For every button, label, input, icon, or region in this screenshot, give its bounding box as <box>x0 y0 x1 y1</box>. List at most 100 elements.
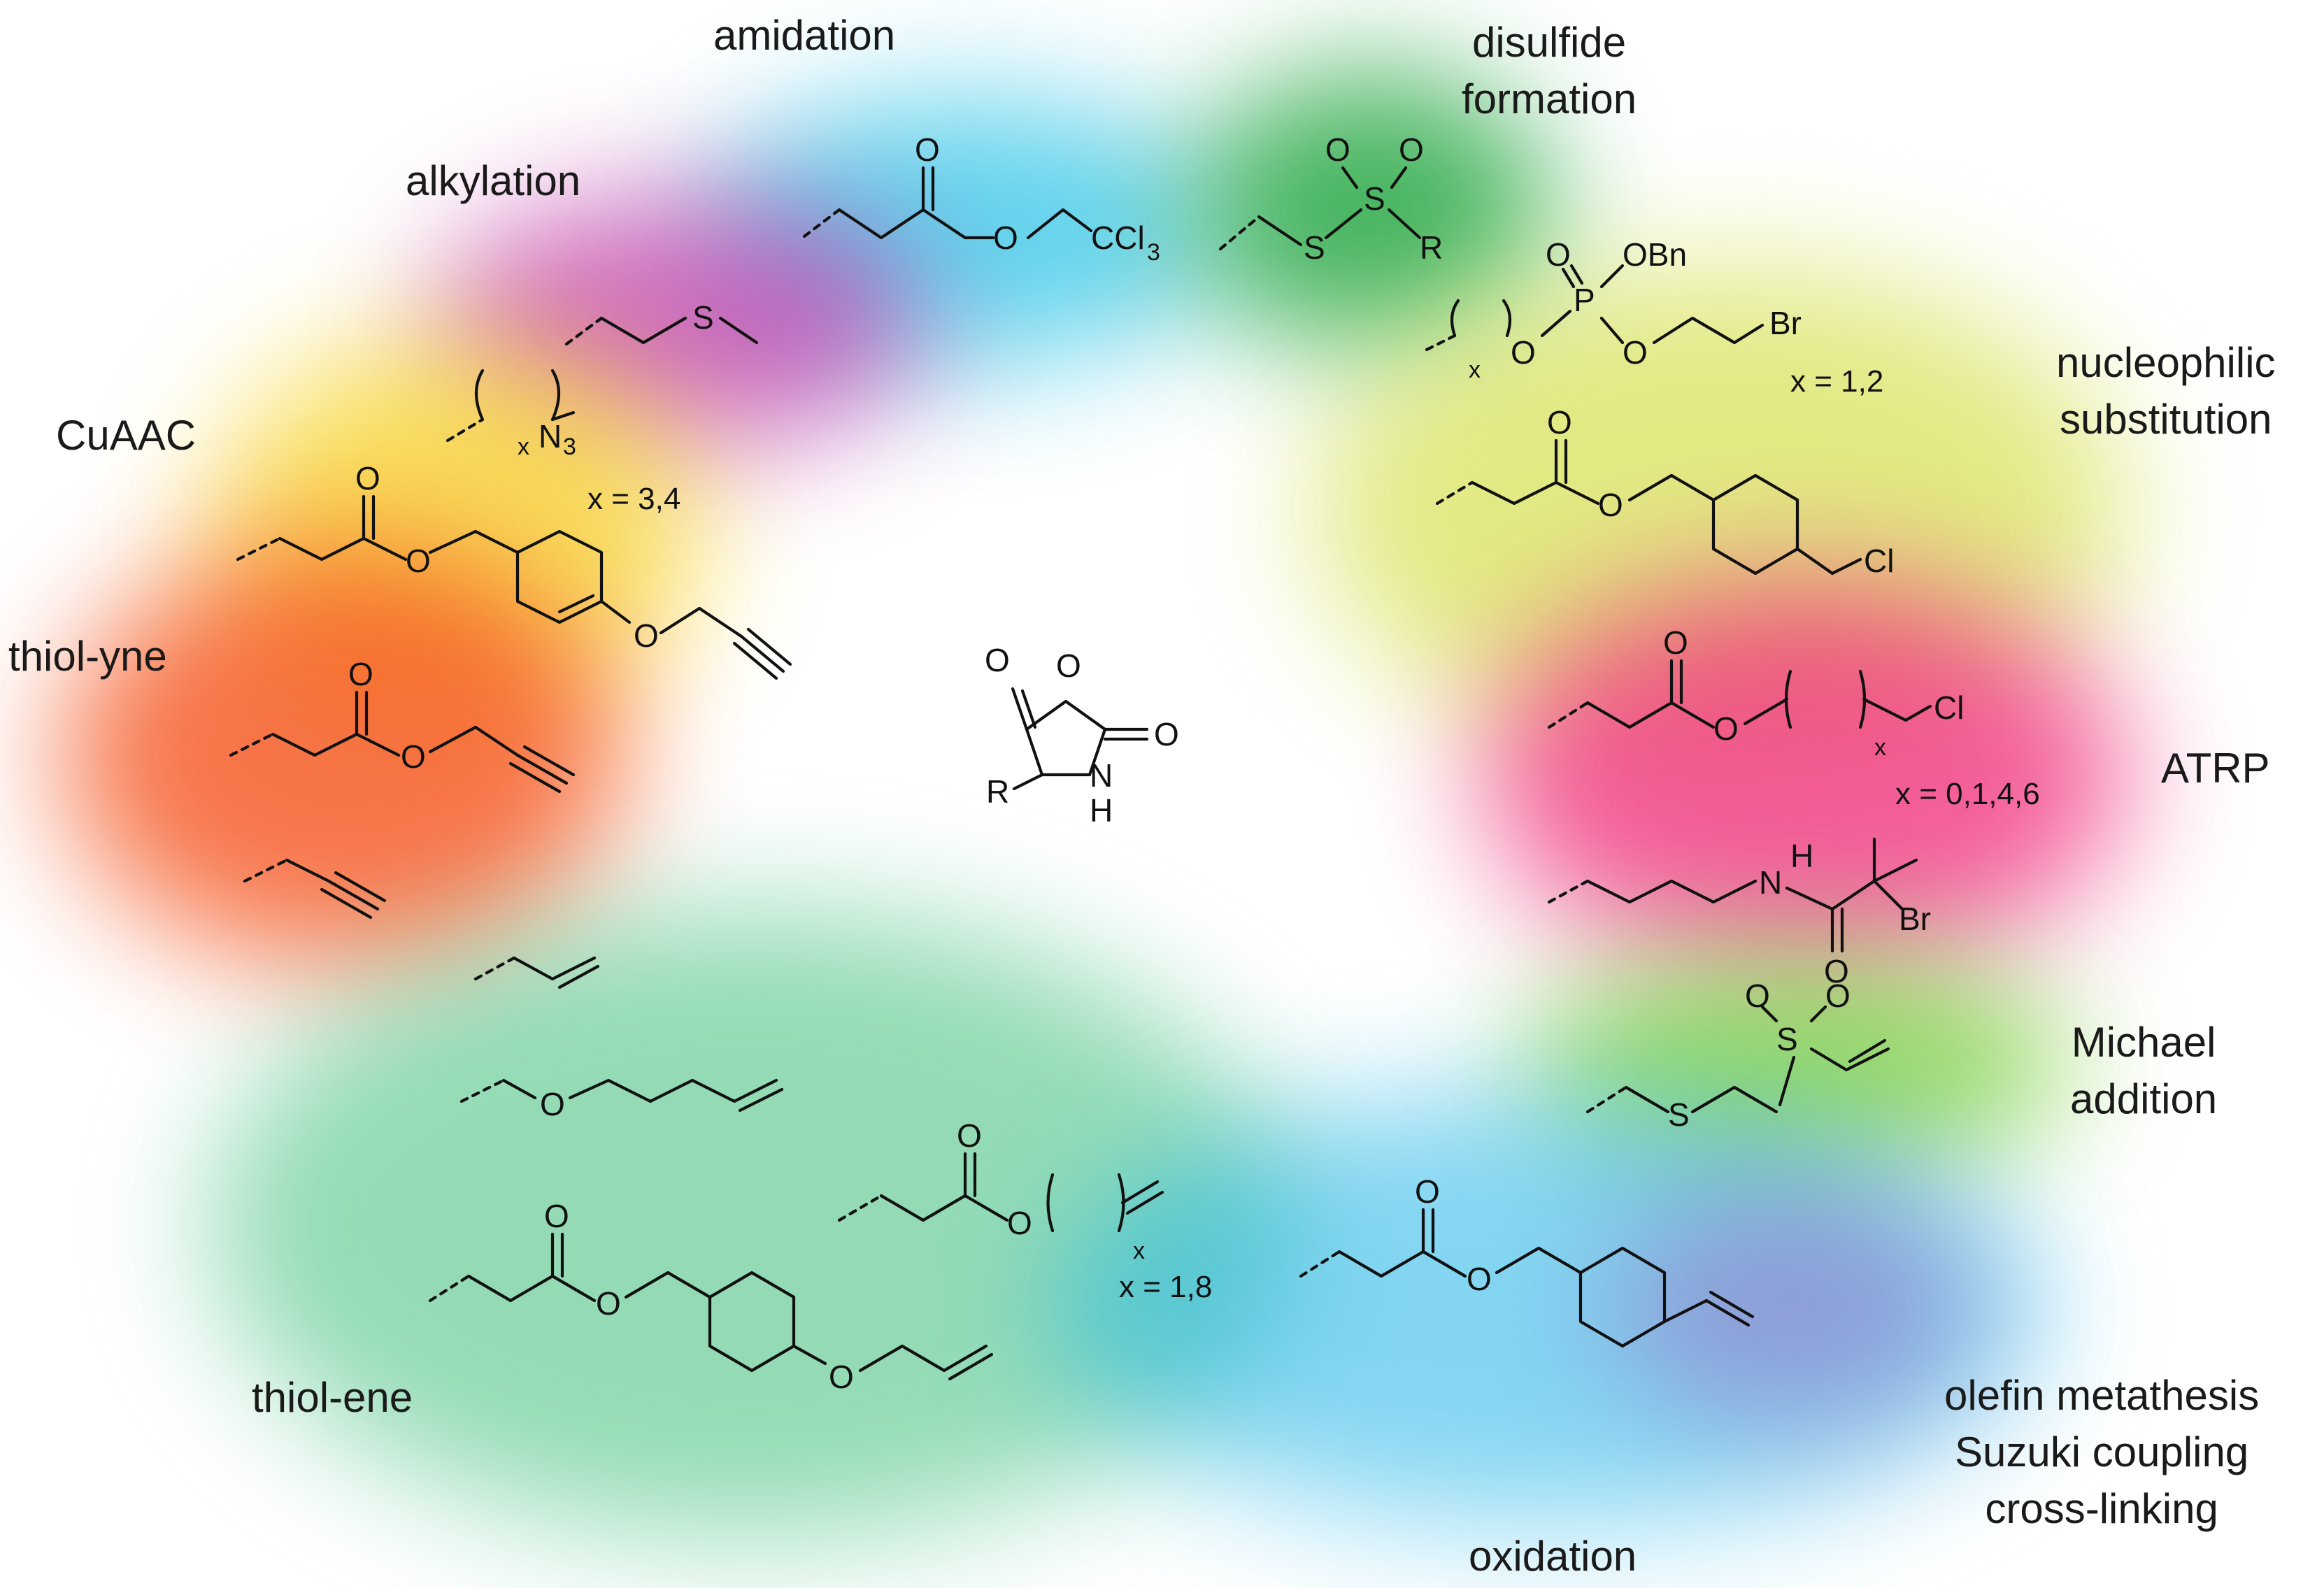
oxidation-halo <box>1049 1091 2042 1524</box>
label-oxidation: oxidation <box>1469 1533 1637 1580</box>
nca-atom-o1: O <box>985 642 1010 678</box>
olefin-halo <box>1609 1189 1972 1426</box>
thiol-yne-ester-structure: O O <box>229 656 576 794</box>
label-michael-line1: Michael <box>2071 1019 2216 1066</box>
svg-text:O: O <box>634 617 659 654</box>
label-michael-line2: addition <box>2070 1075 2218 1122</box>
svg-text:O: O <box>540 1086 565 1122</box>
thiol-yne-alkyne-structure <box>243 858 387 920</box>
cuaac-x-note: x = 3,4 <box>587 482 680 516</box>
svg-text:CCl: CCl <box>1091 220 1145 256</box>
nca-atom-o2: O <box>1056 648 1081 684</box>
svg-text:N: N <box>539 418 562 455</box>
svg-text:O: O <box>1713 710 1739 747</box>
svg-text:O: O <box>1663 624 1688 661</box>
svg-text:O: O <box>1623 334 1648 371</box>
svg-text:O: O <box>1007 1205 1032 1241</box>
label-amidation: amidation <box>713 12 896 59</box>
svg-text:S: S <box>1776 1021 1798 1057</box>
cuaac-azide-structure: x N 3 x = 3,4 <box>445 369 680 516</box>
label-disulfide-line2: formation <box>1462 76 1637 122</box>
svg-text:OBn: OBn <box>1623 236 1687 273</box>
svg-text:O: O <box>957 1117 982 1154</box>
svg-text:O: O <box>1467 1261 1492 1297</box>
svg-text:S: S <box>692 299 714 336</box>
svg-text:Br: Br <box>1899 901 1931 937</box>
svg-text:R: R <box>1420 229 1443 266</box>
label-suzuki-coupling: Suzuki coupling <box>1954 1429 2249 1475</box>
label-nucleophilic-line2: substitution <box>2060 396 2272 443</box>
svg-text:x: x <box>1874 734 1886 761</box>
svg-text:O: O <box>1415 1173 1440 1210</box>
svg-text:O: O <box>1546 236 1571 273</box>
svg-text:Cl: Cl <box>1864 543 1894 579</box>
thiol-ene-butene-structure <box>473 956 600 989</box>
label-olefin-metathesis: olefin metathesis <box>1944 1372 2260 1419</box>
thiol-yne-halo <box>63 545 622 965</box>
atrp-chloroester-structure: O O x Cl x = 0,1,4,6 <box>1547 624 2040 811</box>
nca-atom-o3: O <box>1154 716 1179 752</box>
svg-text:x: x <box>1469 357 1481 383</box>
label-nucleophilic-line1: nucleophilic <box>2056 339 2276 386</box>
label-alkylation: alkylation <box>406 157 581 204</box>
label-cross-linking: cross-linking <box>1985 1485 2218 1532</box>
ene-x-note: x = 1,8 <box>1119 1270 1212 1304</box>
svg-text:O: O <box>1745 978 1770 1014</box>
label-disulfide-formation: disulfide formation <box>1462 14 1637 127</box>
svg-text:3: 3 <box>1147 239 1160 266</box>
atrp-bromoamide-structure: N H O Br <box>1547 837 1931 989</box>
svg-text:H: H <box>1790 838 1813 874</box>
svg-text:P: P <box>1574 282 1595 318</box>
thiol-ene-benzyl-structure: O O O <box>428 1198 994 1395</box>
svg-text:Cl: Cl <box>1934 689 1964 726</box>
amidation-structure: O O CCl 3 <box>802 131 1160 266</box>
nucleo-x-note: x = 1,2 <box>1790 364 1883 399</box>
label-thiol-ene: thiol-ene <box>252 1374 413 1421</box>
label-olefin-group: olefin metathesis Suzuki coupling cross-… <box>1944 1367 2259 1537</box>
nca-atom-r: R <box>986 773 1009 810</box>
svg-text:O: O <box>348 656 373 692</box>
label-cuaac: CuAAC <box>56 412 197 459</box>
svg-text:3: 3 <box>563 434 576 460</box>
svg-text:S: S <box>1304 229 1325 266</box>
atrp-x-note: x = 0,1,4,6 <box>1895 777 2040 811</box>
label-disulfide-line1: disulfide <box>1471 19 1627 66</box>
thiol-ene-ether-structure: O <box>459 1078 784 1122</box>
svg-text:O: O <box>401 738 426 775</box>
svg-text:O: O <box>355 460 380 496</box>
svg-text:O: O <box>1824 953 1849 989</box>
center-nca-molecule: O O O R N H <box>985 642 1179 829</box>
cuaac-ester-structure: O O O <box>236 460 792 680</box>
michael-structure: S S O O <box>1585 978 1890 1133</box>
svg-text:O: O <box>544 1198 569 1234</box>
svg-text:O: O <box>993 220 1018 256</box>
svg-text:S: S <box>1668 1096 1690 1133</box>
svg-text:O: O <box>1511 334 1536 371</box>
label-atrp: ATRP <box>2161 745 2270 792</box>
svg-text:O: O <box>596 1285 621 1322</box>
nca-atom-n: N <box>1090 757 1113 794</box>
label-michael-addition: Michael addition <box>2070 1014 2217 1127</box>
label-nucleophilic-substitution: nucleophilic substitution <box>2056 334 2276 448</box>
svg-text:O: O <box>1825 978 1851 1014</box>
svg-text:x: x <box>518 434 529 460</box>
svg-text:N: N <box>1759 864 1782 901</box>
vinylbenzyl-structure: O O <box>1299 1173 1755 1348</box>
svg-text:O: O <box>1547 404 1572 441</box>
nca-atom-h: H <box>1090 792 1113 829</box>
label-thiol-yne: thiol-yne <box>8 633 167 680</box>
svg-text:O: O <box>1598 487 1623 523</box>
svg-text:O: O <box>406 543 431 579</box>
svg-text:O: O <box>1325 131 1350 168</box>
svg-text:Br: Br <box>1769 305 1802 341</box>
phosphate-structure: x O P O OBn O Br x = 1,2 <box>1425 236 1883 399</box>
svg-text:x: x <box>1133 1238 1145 1264</box>
disulfide-halo <box>1189 70 1553 350</box>
chlorobenzyl-structure: O O Cl <box>1435 404 1894 579</box>
svg-text:O: O <box>915 131 940 168</box>
disulfide-structure: S S O O R <box>1218 131 1443 266</box>
svg-text:O: O <box>829 1359 854 1395</box>
svg-text:S: S <box>1364 180 1385 217</box>
